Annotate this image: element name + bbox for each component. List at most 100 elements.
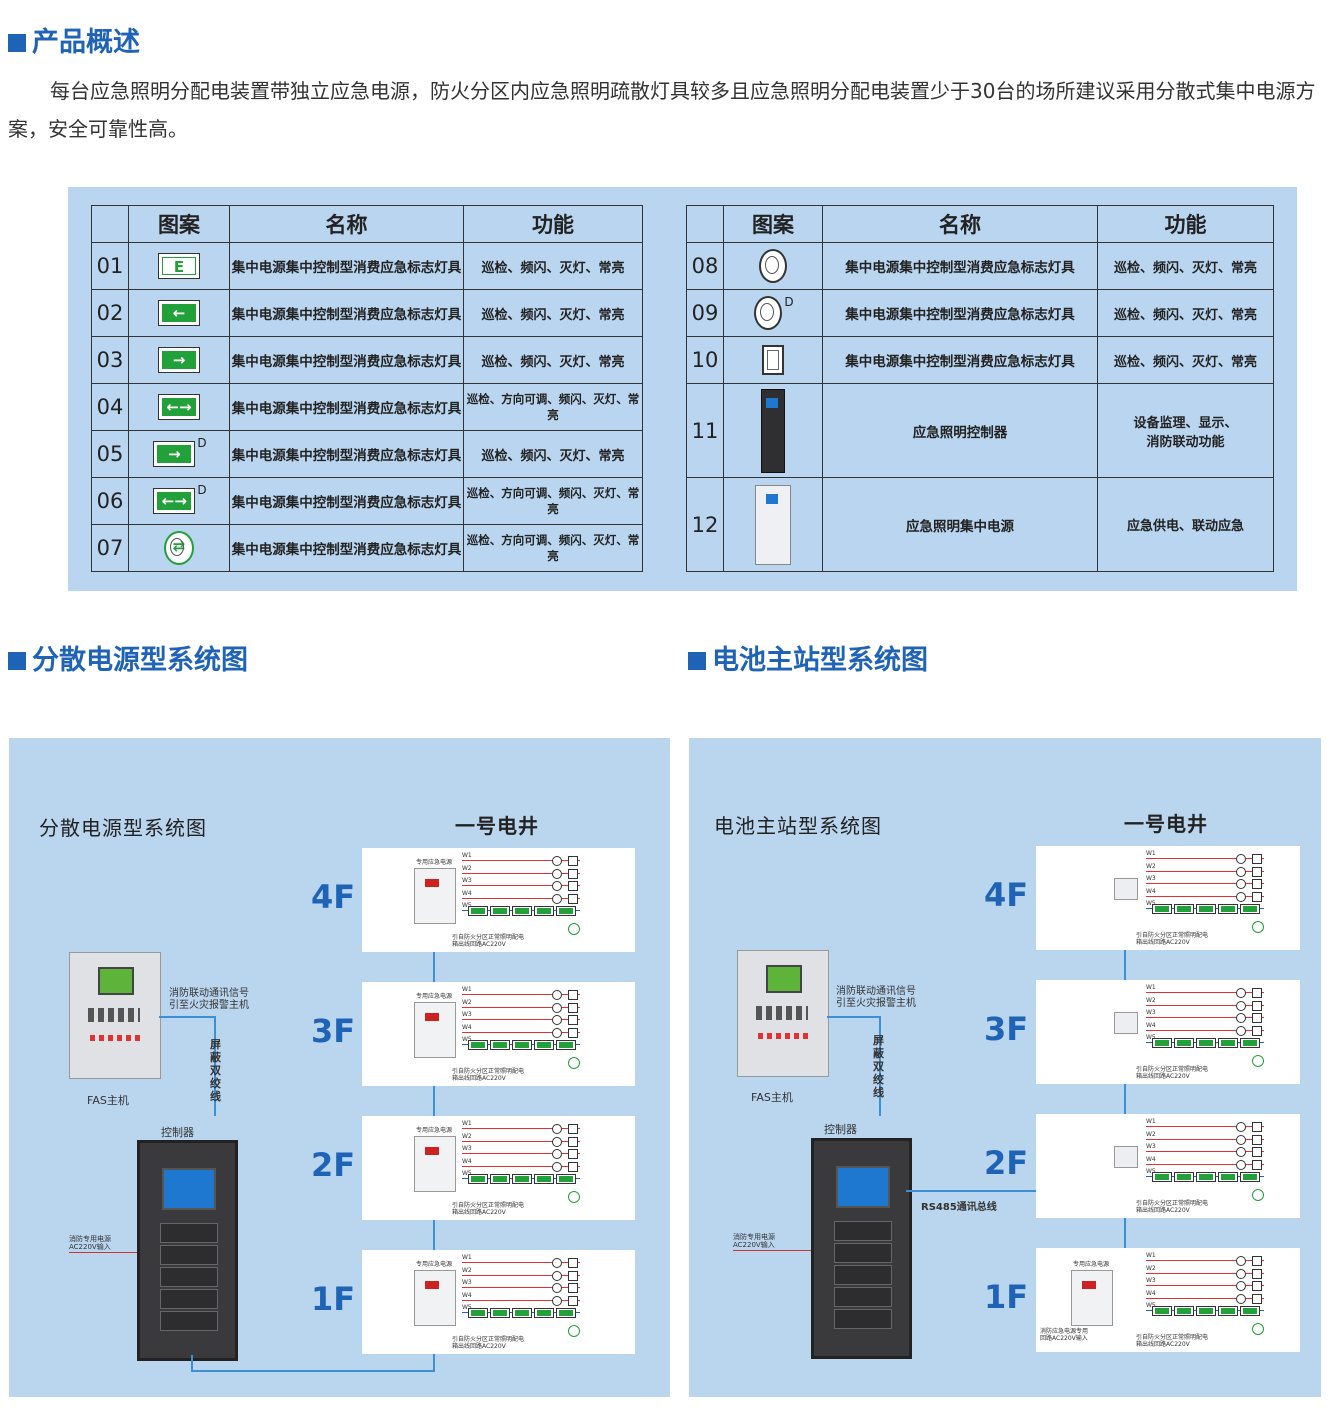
heading-square-icon bbox=[688, 652, 706, 670]
controller-cabinet bbox=[811, 1138, 912, 1359]
lamp-icon bbox=[552, 1124, 562, 1134]
exit-sign-icon bbox=[534, 1040, 554, 1050]
circuit-label: W1 bbox=[462, 1120, 472, 1127]
lamp-icon bbox=[552, 881, 562, 891]
lamp-icon bbox=[1236, 879, 1246, 889]
exit-sign-icon bbox=[468, 1040, 488, 1050]
circuit-line bbox=[462, 1128, 580, 1129]
exit-sign-icon bbox=[556, 1040, 576, 1050]
row-icon: ⇄ bbox=[128, 524, 230, 572]
fas-keys bbox=[88, 1008, 140, 1022]
circuit-label: W3 bbox=[462, 1145, 472, 1152]
lamp-icon bbox=[1236, 1281, 1246, 1291]
lamp-icon bbox=[552, 856, 562, 866]
circuit-line bbox=[462, 1299, 580, 1301]
exit-sign-icon bbox=[1196, 1038, 1216, 1048]
lamp-square-icon bbox=[568, 1149, 578, 1159]
lamp-square-icon bbox=[568, 868, 578, 879]
section-heading-overview: 产品概述 bbox=[8, 28, 140, 58]
signal-wire bbox=[214, 1016, 216, 1116]
controller-cabinet bbox=[137, 1140, 238, 1361]
circuit-label: W2 bbox=[1146, 1130, 1156, 1138]
lamp-icon bbox=[1236, 1122, 1246, 1132]
circuit-line bbox=[1146, 1297, 1264, 1299]
lamp-icon bbox=[552, 990, 562, 1000]
controller-label: 控制器 bbox=[824, 1123, 857, 1136]
fas-label: FAS主机 bbox=[751, 1091, 793, 1104]
note-2: 箱出线回路AC220V bbox=[1136, 1341, 1190, 1348]
controller-screen bbox=[836, 1166, 890, 1208]
floor-sign-icon bbox=[568, 922, 580, 935]
circuit-line bbox=[1146, 1004, 1264, 1006]
note-2: 箱出线回路AC220V bbox=[1136, 1073, 1190, 1080]
circuit-line bbox=[462, 1153, 580, 1154]
circuit-line bbox=[462, 1262, 580, 1263]
exit-sign-icon bbox=[512, 1174, 532, 1184]
note-2: 箱出线回路AC220V bbox=[452, 1343, 506, 1350]
row-name: 集中电源集中控制型消费应急标志灯具 bbox=[229, 289, 464, 337]
lamp-square-icon bbox=[1252, 1256, 1262, 1266]
circuit-label: W1 bbox=[1146, 850, 1156, 857]
row-icon: E bbox=[128, 242, 230, 290]
row-number: 07 bbox=[91, 524, 129, 572]
cable-label: 屏蔽双绞线 bbox=[210, 1038, 221, 1103]
exit-sign-icon bbox=[1218, 1038, 1238, 1048]
box-indicator bbox=[425, 879, 439, 887]
lamp-icon bbox=[552, 1002, 562, 1013]
cabinet-slot bbox=[160, 1267, 218, 1287]
lamp-icon bbox=[552, 1149, 562, 1159]
row-name: 集中电源集中控制型消费应急标志灯具 bbox=[229, 242, 464, 290]
signal-wire bbox=[827, 1016, 879, 1018]
fas-screen bbox=[766, 965, 802, 993]
power-in-2: AC220V输入 bbox=[733, 1241, 775, 1249]
circuit-label: W3 bbox=[1146, 1277, 1156, 1284]
shaft-label: 一号电井 bbox=[455, 814, 539, 838]
exit-sign-icon bbox=[512, 1308, 532, 1318]
cabinet-slot bbox=[834, 1221, 892, 1241]
floor-sign-icon bbox=[1252, 1054, 1264, 1067]
fas-signal-2: 引至火灾报警主机 bbox=[836, 998, 916, 1009]
circuit-line bbox=[1146, 1126, 1264, 1127]
circuit-line bbox=[462, 897, 580, 899]
row-function: 巡检、频闪、灭灯、常亮 bbox=[463, 336, 643, 384]
row-icon: → bbox=[128, 336, 230, 384]
overview-paragraph: 每台应急照明分配电装置带独立应急电源，防火分区内应急照明疏散灯具较多且应急照明分… bbox=[8, 79, 1316, 141]
floor-label: 4F bbox=[984, 876, 1029, 914]
lamp-icon bbox=[1236, 866, 1246, 877]
row-number: 11 bbox=[686, 383, 724, 478]
exit-sign-arrow-right-icon: → bbox=[158, 347, 200, 373]
floor-label: 3F bbox=[311, 1012, 356, 1050]
circuit-label: W5 bbox=[1146, 900, 1156, 907]
circuit-label: W1 bbox=[462, 852, 472, 859]
circuit-line bbox=[1146, 1138, 1264, 1140]
circuit-label: W3 bbox=[462, 877, 472, 884]
power-cabinet-icon bbox=[755, 484, 791, 565]
distribution-box bbox=[414, 1002, 456, 1058]
circuit-line bbox=[1146, 858, 1264, 859]
lamp-square-icon bbox=[568, 1027, 578, 1038]
circuit-label: W5 bbox=[462, 1170, 472, 1177]
exit-sign-icon bbox=[1196, 1172, 1216, 1182]
circuit-label: W5 bbox=[462, 1036, 472, 1043]
circuit-line bbox=[462, 1274, 580, 1276]
fas-screen bbox=[98, 967, 134, 995]
lamp-square-icon bbox=[568, 1270, 578, 1281]
exit-sign-E-icon: E bbox=[158, 253, 200, 279]
circuit-label: W4 bbox=[1146, 1155, 1156, 1163]
controller-screen bbox=[162, 1168, 216, 1210]
distribution-box bbox=[1071, 1270, 1113, 1326]
heading-text: 电池主站型系统图 bbox=[712, 645, 928, 676]
circuit-label: W5 bbox=[1146, 1034, 1156, 1041]
lamp-square-icon bbox=[1252, 1000, 1262, 1011]
exit-sign-icon bbox=[490, 1040, 510, 1050]
cabinet-slot bbox=[160, 1223, 218, 1243]
lamp-square-icon bbox=[568, 1015, 578, 1025]
lamp-square-icon bbox=[1252, 866, 1262, 877]
row-name: 应急照明集中电源 bbox=[822, 477, 1098, 572]
